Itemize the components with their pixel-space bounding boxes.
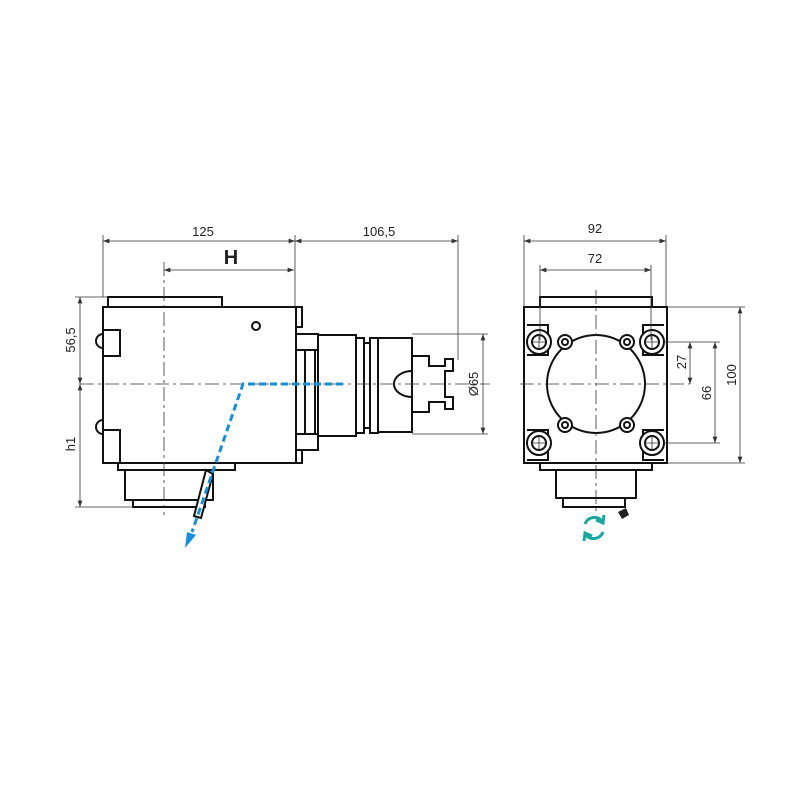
plug-hole [251, 321, 261, 331]
front-view: 92 72 27 66 100 [520, 221, 745, 542]
dim-27: 27 [674, 355, 689, 369]
dim-56-5: 56,5 [63, 327, 78, 352]
dim-92: 92 [588, 221, 602, 236]
coolant-path [190, 382, 343, 533]
housing-body [102, 306, 297, 464]
dim-diameter-65: Ø65 [466, 372, 481, 397]
dim-66: 66 [699, 386, 714, 400]
dim-72: 72 [588, 251, 602, 266]
dim-106-5: 106,5 [363, 224, 396, 239]
rotation-arrows-icon [582, 514, 606, 542]
mounting-bolts [526, 329, 665, 456]
dim-h: H [224, 247, 238, 269]
dim-125: 125 [192, 224, 214, 239]
top-plate [107, 296, 223, 308]
dim-100: 100 [724, 364, 739, 386]
coolant-direction-arrow-icon [185, 532, 196, 548]
dim-h1: h1 [63, 437, 78, 451]
side-view: 125 106,5 H 56,5 h1 Ø65 [63, 224, 490, 548]
